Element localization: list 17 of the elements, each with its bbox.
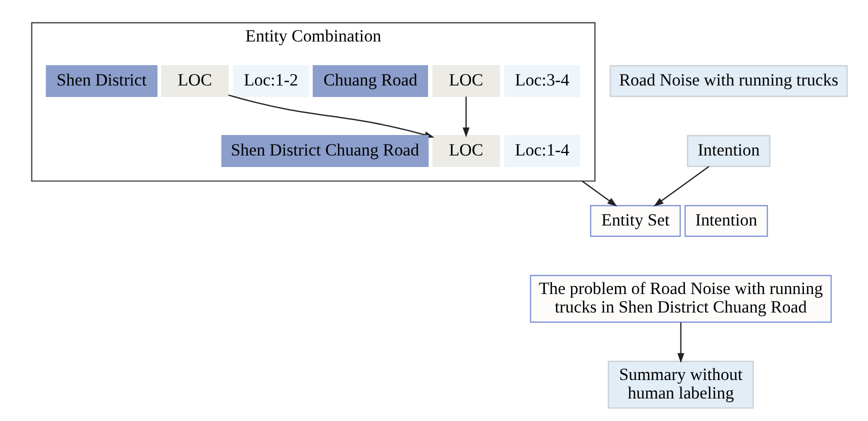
node-box: Shen District Chuang Road <box>220 135 428 167</box>
node-box: Shen District <box>45 65 157 97</box>
arrow <box>676 322 684 363</box>
node-box: LOC <box>432 135 500 167</box>
node-box: Intention <box>686 135 770 167</box>
node-box: LOC <box>432 65 500 97</box>
node-box: The problem of Road Noise with running trucks in Shen District Chuang Road <box>529 274 832 323</box>
node-box: Road Noise with running trucks <box>609 65 848 97</box>
node-box: Summary without human labeling <box>607 360 754 409</box>
node-box: Loc:1-2 <box>232 65 309 97</box>
arrow <box>653 166 709 206</box>
arrow <box>462 96 470 138</box>
node-box: LOC <box>160 65 228 97</box>
node-box: Chuang Road <box>312 65 428 97</box>
node-box: Intention <box>684 204 768 237</box>
node-box: Entity Set <box>590 204 680 237</box>
arrow <box>581 180 617 206</box>
